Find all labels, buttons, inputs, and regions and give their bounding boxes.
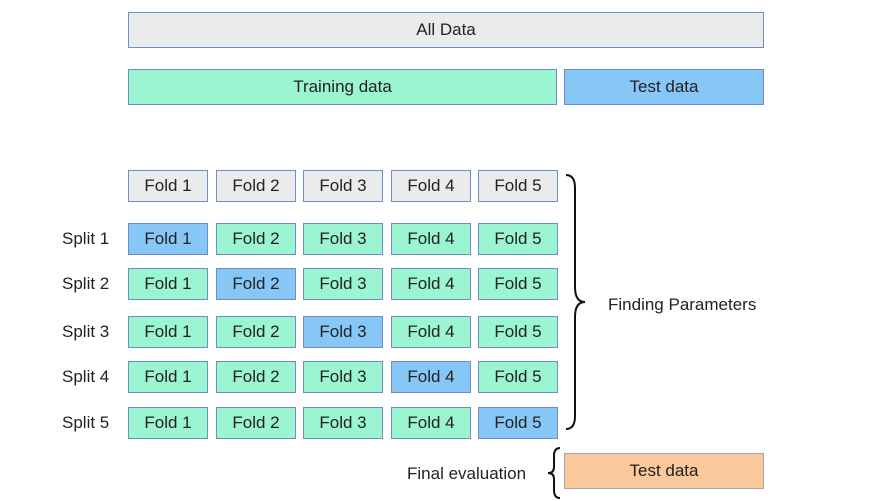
- split-3-fold-4: Fold 4: [391, 316, 471, 348]
- split-label-4: Split 4: [62, 367, 110, 386]
- finding-parameters-label: Finding Parameters: [608, 295, 757, 314]
- split-4-fold-3: Fold 3: [303, 361, 383, 393]
- header-fold-1: Fold 1: [128, 170, 208, 202]
- split-4-fold-2: Fold 2: [216, 361, 296, 393]
- split-1-fold-2: Fold 2: [216, 223, 296, 255]
- split-2-fold-4: Fold 4: [391, 268, 471, 300]
- split-2-fold-3: Fold 3: [303, 268, 383, 300]
- finding-parameters-brace: [565, 174, 586, 430]
- header-fold-3: Fold 3: [303, 170, 383, 202]
- final-evaluation-brace: [547, 447, 561, 499]
- split-5-fold-3: Fold 3: [303, 407, 383, 439]
- split-label-2: Split 2: [62, 274, 110, 293]
- training-data-bar: Training data: [128, 69, 557, 105]
- final-evaluation-label: Final evaluation: [407, 464, 527, 483]
- split-1-fold-5: Fold 5: [478, 223, 558, 255]
- all-data-bar: All Data: [128, 12, 764, 48]
- split-3-fold-5: Fold 5: [478, 316, 558, 348]
- split-2-fold-5: Fold 5: [478, 268, 558, 300]
- split-3-fold-3: Fold 3: [303, 316, 383, 348]
- split-4-fold-1: Fold 1: [128, 361, 208, 393]
- split-1-fold-1: Fold 1: [128, 223, 208, 255]
- split-4-fold-4: Fold 4: [391, 361, 471, 393]
- split-1-fold-3: Fold 3: [303, 223, 383, 255]
- split-label-1: Split 1: [62, 229, 110, 248]
- split-5-fold-2: Fold 2: [216, 407, 296, 439]
- split-3-fold-1: Fold 1: [128, 316, 208, 348]
- header-fold-5: Fold 5: [478, 170, 558, 202]
- split-label-3: Split 3: [62, 322, 110, 341]
- final-test-data-bar: Test data: [564, 453, 764, 489]
- split-2-fold-1: Fold 1: [128, 268, 208, 300]
- split-2-fold-2: Fold 2: [216, 268, 296, 300]
- header-fold-2: Fold 2: [216, 170, 296, 202]
- test-data-bar: Test data: [564, 69, 764, 105]
- split-5-fold-4: Fold 4: [391, 407, 471, 439]
- split-label-5: Split 5: [62, 413, 110, 432]
- split-1-fold-4: Fold 4: [391, 223, 471, 255]
- split-4-fold-5: Fold 5: [478, 361, 558, 393]
- split-5-fold-5: Fold 5: [478, 407, 558, 439]
- split-5-fold-1: Fold 1: [128, 407, 208, 439]
- split-3-fold-2: Fold 2: [216, 316, 296, 348]
- header-fold-4: Fold 4: [391, 170, 471, 202]
